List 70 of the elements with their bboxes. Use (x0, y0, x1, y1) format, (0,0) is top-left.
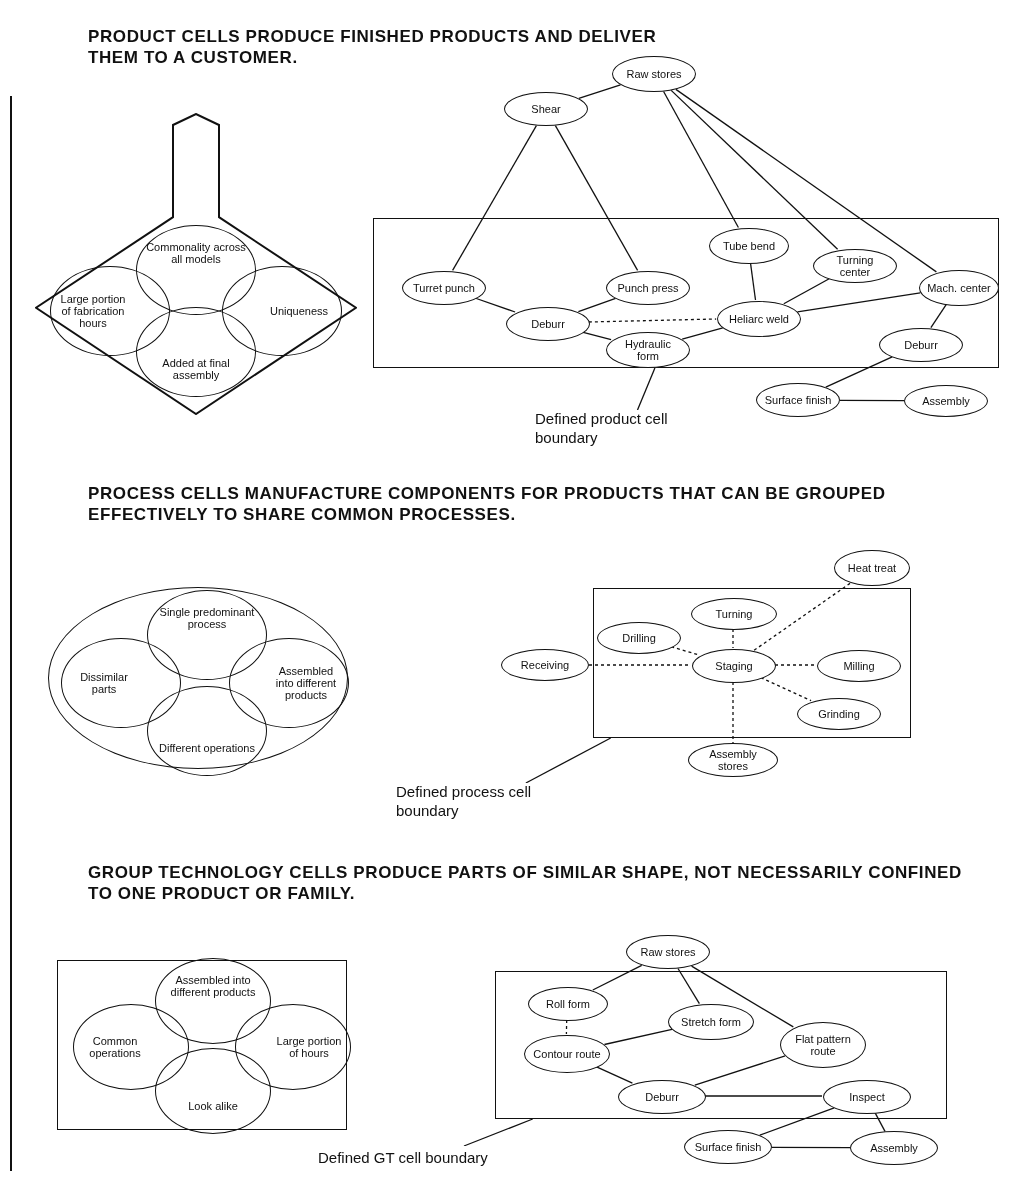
workstation-ellipse: Surface finish (756, 383, 840, 417)
connector-line (662, 90, 740, 229)
connector-line (783, 278, 830, 305)
workstation-ellipse: Inspect (823, 1080, 911, 1114)
connector-line (930, 303, 948, 329)
connector-line (690, 965, 794, 1028)
workstation-ellipse: Staging (692, 649, 776, 683)
workstation-ellipse: Assembly (904, 385, 988, 417)
workstation-ellipse: Receiving (501, 649, 589, 681)
workstation-ellipse: Surface finish (684, 1130, 772, 1164)
connector-line (592, 964, 643, 991)
workstation-ellipse: Mach. center (919, 270, 999, 306)
workstation-ellipse: Heliarc weld (717, 301, 801, 337)
connector-line (704, 1095, 823, 1097)
cell-boundary-box (495, 971, 947, 1119)
workstation-ellipse: Drilling (597, 622, 681, 654)
connector-line (874, 1111, 886, 1133)
workstation-ellipse: Raw stores (626, 935, 710, 969)
workstation-ellipse: Turning center (813, 249, 897, 283)
workstation-ellipse: Contour route (524, 1035, 610, 1073)
workstation-ellipse: Turret punch (402, 271, 486, 305)
connector-line (675, 88, 938, 273)
workstation-ellipse: Assembly (850, 1131, 938, 1165)
connector-line (474, 297, 516, 313)
section-heading: GROUP TECHNOLOGY CELLS PRODUCE PARTS OF SIMILAR SHAPE, NOT NECESSARILY CONFINED TO ONE PRODUCT OR FAMILY. (88, 862, 963, 904)
connector-line (839, 399, 905, 402)
connector-line (451, 124, 538, 272)
cell-boundary-box (593, 588, 911, 738)
workstation-ellipse: Deburr (506, 307, 590, 341)
connector-line (670, 89, 839, 250)
connector-line (771, 1146, 851, 1149)
workstation-ellipse: Milling (817, 650, 901, 682)
connector-line (774, 664, 817, 666)
workstation-ellipse: Roll form (528, 987, 608, 1021)
workstation-ellipse: Heat treat (834, 550, 910, 586)
connector-line (588, 318, 717, 323)
leader-line (525, 737, 612, 784)
workstation-ellipse: Stretch form (668, 1004, 754, 1040)
connector-line (578, 84, 622, 100)
connector-line (732, 681, 734, 744)
cell-boundary-box (373, 218, 999, 368)
venn-diamond-frame (35, 113, 357, 415)
workstation-ellipse: Tube bend (709, 228, 789, 264)
connector-line (753, 582, 852, 651)
workstation-ellipse: Shear (504, 92, 588, 126)
workstation-ellipse: Deburr (618, 1080, 706, 1114)
workstation-ellipse: Deburr (879, 328, 963, 362)
connector-line (677, 967, 701, 1005)
connector-line (694, 1055, 786, 1086)
workstation-ellipse: Flat pattern route (780, 1022, 866, 1068)
connector-line (554, 124, 639, 272)
connector-line (565, 1019, 568, 1035)
connector-line (595, 1065, 634, 1084)
leader-line (636, 367, 656, 411)
connector-line (681, 327, 724, 340)
section-heading: PROCESS CELLS MANUFACTURE COMPONENTS FOR PRODUCTS THAT CAN BE GROUPED EFFECTIVELY TO SHARE COMMON PROCESSES. (88, 483, 887, 525)
connector-line (825, 356, 893, 388)
workstation-ellipse: Punch press (606, 271, 690, 305)
connector-line (749, 262, 757, 301)
leader-line (463, 1118, 534, 1147)
workstation-ellipse: Hydraulic form (606, 332, 690, 368)
connector-line (759, 1107, 835, 1136)
connector-line (732, 628, 734, 649)
connector-line (603, 1028, 673, 1046)
connector-line (577, 297, 617, 313)
workstation-ellipse: Grinding (797, 698, 881, 730)
workstation-ellipse: Raw stores (612, 56, 696, 92)
workstation-ellipse: Turning (691, 598, 777, 630)
workstation-ellipse: Assembly stores (688, 743, 778, 777)
connector-line (796, 292, 921, 313)
